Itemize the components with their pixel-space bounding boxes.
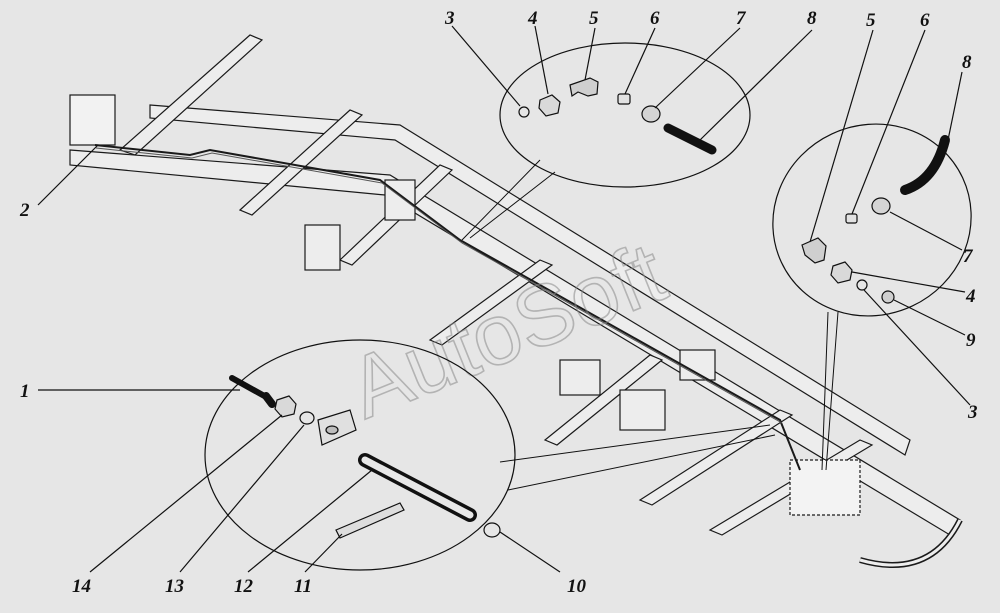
callout-8-right: 8 [962, 52, 972, 73]
top-parts [518, 77, 717, 155]
right-parts [801, 135, 950, 304]
lock-nut-part [274, 395, 297, 418]
detail-ellipse-top [499, 42, 751, 188]
cap-nut-part-2 [871, 197, 891, 215]
bolt-part [229, 375, 271, 401]
callout-8-top: 8 [807, 8, 817, 29]
callout-7-top: 7 [736, 8, 747, 29]
detail-ellipse-bottom [204, 339, 516, 571]
callout-7-right: 7 [963, 246, 974, 267]
bottom-parts [229, 375, 501, 539]
washer-part-2 [483, 522, 501, 538]
cap-nut-part [641, 105, 661, 123]
elbow-fitting-part [569, 77, 599, 98]
callout-13: 13 [165, 576, 184, 597]
callout-1: 1 [20, 381, 30, 402]
brake-pipe [94, 144, 801, 471]
nut-part-2 [830, 261, 853, 284]
callout-4-right: 4 [965, 286, 976, 307]
callout-5-top: 5 [589, 8, 599, 29]
o-ring-part [518, 106, 530, 118]
callout-12: 12 [234, 576, 254, 597]
callout-3-top: 3 [444, 8, 455, 29]
plug-part [881, 290, 895, 304]
o-ring-part-2 [856, 279, 868, 291]
callout-labels: 3 4 5 6 7 8 5 6 8 7 4 9 3 2 1 14 13 12 1… [19, 8, 978, 597]
callout-2: 2 [19, 200, 30, 221]
washer-part [299, 411, 315, 425]
tube-part [663, 123, 717, 155]
hose-part [900, 135, 950, 195]
elbow-fitting-part-2 [801, 237, 827, 264]
callout-4-top: 4 [527, 8, 538, 29]
callout-11: 11 [294, 576, 312, 597]
callout-10: 10 [567, 576, 587, 597]
callout-5-right: 5 [866, 10, 876, 31]
leader-lines [37, 25, 971, 573]
callout-6-top: 6 [650, 8, 660, 29]
sleeve-part-2 [845, 213, 858, 224]
chassis-frame [69, 34, 963, 568]
nut-part [538, 94, 561, 117]
callout-9-right: 9 [966, 330, 976, 351]
callout-3-right: 3 [967, 402, 978, 423]
detail-ellipse-right [772, 123, 972, 317]
sleeve-part [617, 93, 631, 105]
callout-14: 14 [72, 576, 91, 597]
callout-6-right: 6 [920, 10, 930, 31]
lever-plate-part [335, 502, 405, 539]
